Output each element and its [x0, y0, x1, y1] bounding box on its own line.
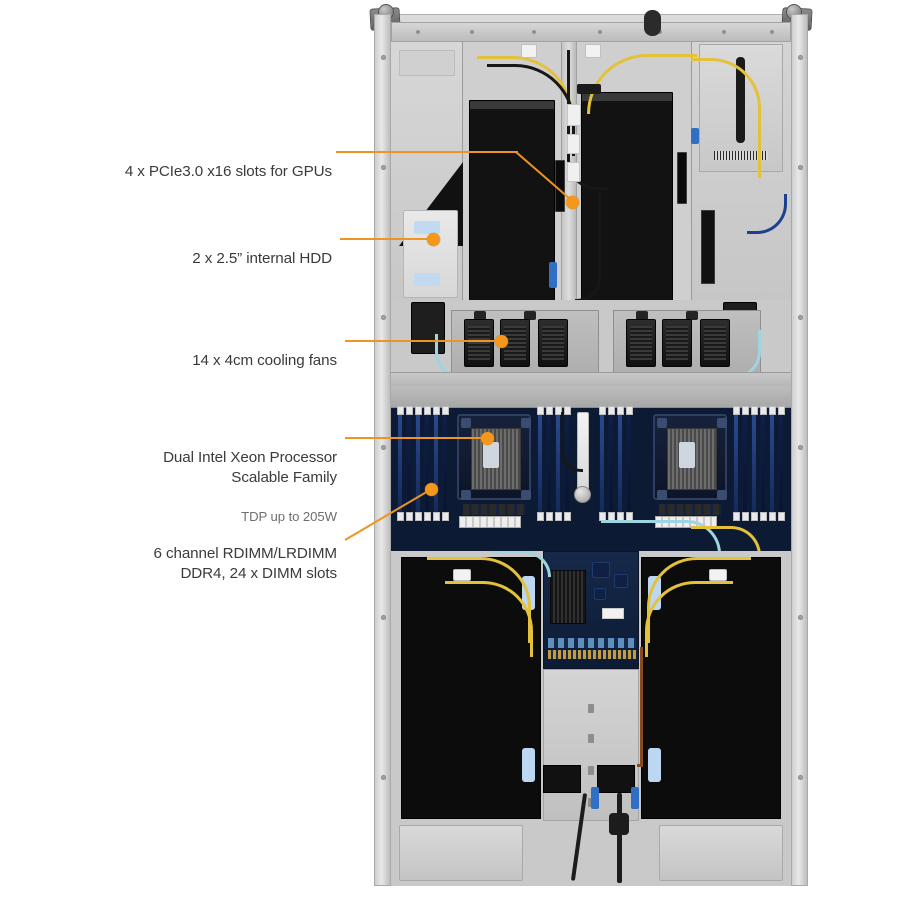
cable-connector: [567, 104, 581, 126]
lower-bay-zone: [391, 551, 791, 886]
fan-module: [538, 319, 568, 367]
cmos-battery: [574, 486, 591, 503]
psu-ac-inlet-1: [543, 765, 581, 793]
callout-label-internal-hdd: 2 x 2.5” internal HDD: [20, 229, 332, 289]
pcie-slot-connector: [701, 210, 715, 284]
fan-module: [500, 319, 530, 367]
chassis-rail-left: [374, 14, 391, 886]
management-board: [543, 551, 639, 669]
cpu-socket: [457, 414, 531, 500]
leader-line-hdd: [340, 238, 435, 240]
callout-dot-hdd: [427, 233, 440, 246]
dimm-slots: [733, 406, 789, 521]
chassis-foot-right: [659, 825, 783, 881]
callout-dot-memory: [425, 483, 438, 496]
callout-text-fans: 14 x 4cm cooling fans: [192, 352, 337, 370]
chip-label: [602, 608, 624, 619]
hdd-cage: [403, 210, 458, 298]
cable-connector: [567, 134, 580, 154]
fan-module: [626, 319, 656, 367]
callout-text-cpu: Dual Intel Xeon Processor Scalable Famil…: [163, 449, 337, 486]
dimm-slots: [599, 406, 637, 521]
cable-connector: [567, 162, 580, 182]
callout-text-hdd: 2 x 2.5” internal HDD: [192, 250, 332, 268]
cpu-socket-2: [653, 414, 727, 500]
chassis-handle: [644, 10, 661, 36]
callout-label-cpu: Dual Intel Xeon Processor Scalable Famil…: [20, 428, 337, 546]
callout-subtext-cpu-tdp: TDP up to 205W: [241, 508, 337, 524]
mainboard-shield: [391, 386, 791, 408]
chassis-rail-right: [791, 14, 808, 886]
fan-wall-base: [391, 372, 791, 388]
chassis-foot-left: [399, 825, 523, 881]
chassis-front-bracket: [391, 22, 791, 42]
callout-dot-pcie: [566, 196, 579, 209]
callout-text-pcie: 4 x PCIe3.0 x16 slots for GPUs: [124, 163, 332, 181]
pcie-riser-slot-2: [677, 152, 687, 204]
cpu-memory-zone: [391, 386, 791, 556]
fan-module: [662, 319, 692, 367]
callout-label-cooling-fans: 14 x 4cm cooling fans: [20, 331, 337, 391]
leader-line-fans: [345, 340, 503, 342]
fan-bank-left: [451, 310, 599, 376]
fan-wall-zone: [391, 300, 791, 388]
callout-text-memory: 6 channel RDIMM/LRDIMM DDR4, 24 x DIMM s…: [153, 545, 338, 582]
leader-line-pcie: [336, 151, 518, 153]
server-chassis-illustration: [368, 4, 814, 894]
psu-ac-inlet-2: [597, 765, 635, 793]
dimm-slots: [397, 406, 453, 521]
callout-dot-cpu: [481, 432, 494, 445]
callout-dot-fans: [495, 335, 508, 348]
leader-line-cpu: [345, 437, 489, 439]
gpu-riser-zone: [391, 42, 791, 312]
callout-label-memory: 6 channel RDIMM/LRDIMM DDR4, 24 x DIMM s…: [20, 524, 338, 604]
edge-connector: [548, 650, 636, 659]
callout-label-pcie-slots: 4 x PCIe3.0 x16 slots for GPUs: [20, 142, 332, 202]
